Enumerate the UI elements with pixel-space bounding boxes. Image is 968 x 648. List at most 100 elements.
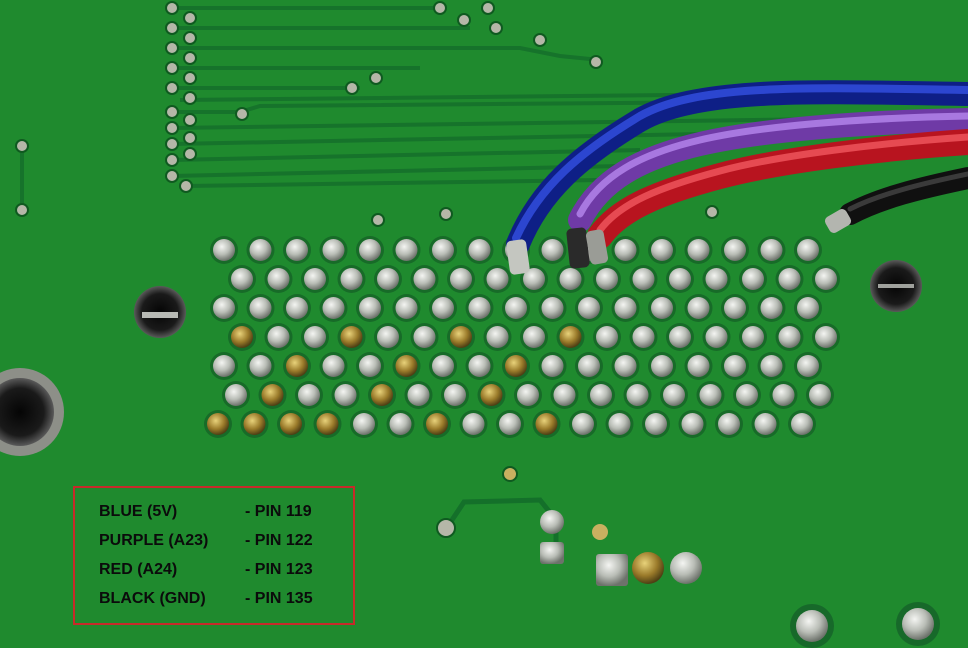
pcb-traces: [20, 6, 968, 210]
solder-pad: [468, 239, 491, 261]
mounting-holes: [0, 260, 922, 456]
solder-pad: [614, 239, 637, 261]
legend-row-blue: BLUE (5V) - PIN 119: [99, 500, 349, 524]
solder-pad: [651, 239, 673, 261]
solder-pad: [286, 297, 308, 319]
solder-pad: [797, 239, 819, 261]
solder-pad: [267, 268, 290, 290]
solder-pad: [340, 268, 363, 290]
solder-pad: [395, 355, 418, 377]
pinout-legend: BLUE (5V) - PIN 119 PURPLE (A23) - PIN 1…: [73, 486, 355, 625]
solder-pad: [590, 384, 612, 406]
solder-pad: [377, 268, 399, 290]
solder-pad: [468, 355, 491, 377]
legend-pin-label: - PIN 135: [245, 590, 313, 607]
solder-pad: [705, 268, 728, 290]
solder-pad: [632, 268, 655, 290]
solder-pad: [578, 355, 600, 377]
solder-pad: [809, 384, 831, 406]
solder-pad: [724, 239, 746, 261]
solder-pad: [742, 326, 764, 348]
solder-pad: [280, 413, 302, 435]
solder-pad: [760, 297, 783, 319]
solder-pad: [249, 239, 272, 261]
solder-pad: [651, 297, 673, 319]
wire-tips: [506, 209, 852, 275]
solder-pad: [231, 326, 253, 348]
legend-wire-label: BLACK (GND): [99, 590, 206, 607]
red-wire: [587, 129, 968, 249]
wires: [506, 80, 968, 256]
solder-pad: [608, 413, 631, 435]
solder-pad: [517, 384, 539, 406]
solder-pad: [322, 355, 345, 377]
solder-pad: [797, 297, 819, 319]
solder-pad: [444, 384, 466, 406]
solder-pad: [687, 239, 710, 261]
black-wire: [839, 167, 968, 225]
legend-pin-label: - PIN 123: [245, 561, 313, 578]
solder-pad: [553, 384, 576, 406]
solder-pad: [541, 355, 564, 377]
solder-pad: [249, 355, 272, 377]
solder-pad: [681, 413, 704, 435]
solder-pad: [413, 268, 436, 290]
solder-pad: [578, 297, 600, 319]
solder-pad: [632, 326, 655, 348]
solder-pad: [797, 355, 819, 377]
solder-pad: [286, 355, 308, 377]
solder-pad: [614, 355, 637, 377]
solder-pad: [724, 355, 746, 377]
solder-pad: [736, 384, 758, 406]
purple-wire: [568, 108, 968, 232]
solder-pad: [778, 326, 801, 348]
solder-pad: [815, 326, 837, 348]
solder-pad: [213, 239, 235, 261]
solder-pad: [541, 297, 564, 319]
solder-pad: [359, 355, 381, 377]
lower-components: [371, 205, 940, 648]
solder-pad: [523, 326, 545, 348]
solder-pad: [334, 384, 357, 406]
solder-pad: [486, 326, 509, 348]
solder-pad: [207, 413, 229, 435]
solder-pad: [505, 297, 527, 319]
legend-wire-label: PURPLE (A23): [99, 532, 209, 549]
solder-pad: [243, 413, 266, 435]
legend-wire-label: RED (A24): [99, 561, 178, 578]
legend-wire-label: BLUE (5V): [99, 503, 178, 520]
solder-pad: [687, 297, 710, 319]
solder-pad: [359, 297, 381, 319]
solder-pad: [249, 297, 272, 319]
solder-pad: [432, 355, 454, 377]
solder-pad: [724, 297, 746, 319]
solder-pad: [322, 297, 345, 319]
solder-pad: [626, 384, 649, 406]
solder-pad: [742, 268, 764, 290]
solder-pad: [541, 239, 564, 261]
solder-pad: [426, 413, 448, 435]
solder-pad: [231, 268, 253, 290]
solder-pad: [535, 413, 558, 435]
solder-pad: [468, 297, 491, 319]
solder-pad: [559, 326, 582, 348]
solder-pad: [772, 384, 795, 406]
solder-pad: [377, 326, 399, 348]
solder-pad: [298, 384, 320, 406]
solder-pad: [651, 355, 673, 377]
solder-pad: [316, 413, 339, 435]
solder-pad: [669, 268, 691, 290]
solder-pad: [791, 413, 813, 435]
solder-pad: [462, 413, 485, 435]
solder-pad: [699, 384, 722, 406]
solder-pad: [286, 239, 308, 261]
solder-pad: [413, 326, 436, 348]
solder-pad: [225, 384, 247, 406]
solder-pad: [407, 384, 430, 406]
top-vias: [15, 1, 603, 217]
solder-pad: [432, 297, 454, 319]
solder-pad: [267, 326, 290, 348]
legend-row-black: BLACK (GND) - PIN 135: [99, 587, 349, 611]
solder-pad: [505, 355, 527, 377]
